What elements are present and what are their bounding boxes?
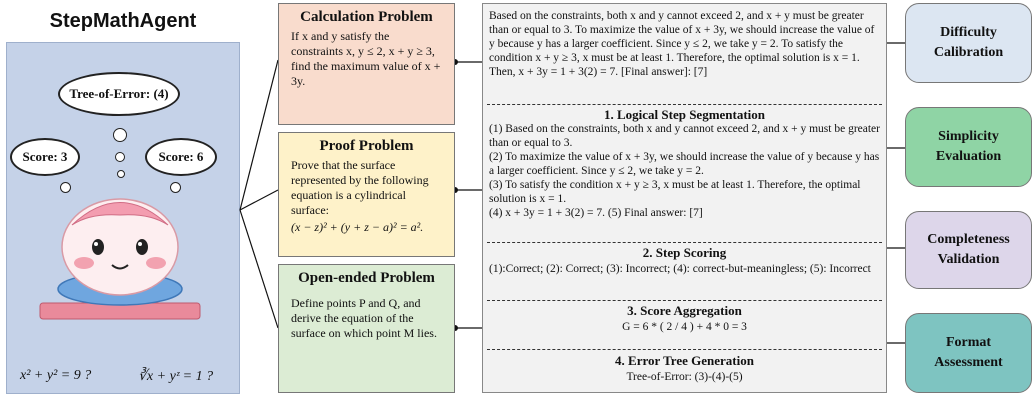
calculation-problem-box: Calculation Problem If x and y satisfy t… (278, 3, 455, 125)
score-left-text: Score: 3 (22, 149, 68, 164)
section-title: 4. Error Tree Generation (615, 353, 754, 368)
score-right-cloud: Score: 6 (145, 138, 217, 176)
step-line: (1):Correct; (2): Correct; (3): Incorrec… (489, 263, 871, 275)
problem-equation: (x − z)² + (y + z − a)² = a². (291, 220, 424, 234)
step-line: G = 6 * ( 2 / 4 ) + 4 * 0 = 3 (622, 321, 747, 333)
criteria-line-1: Completeness (927, 232, 1010, 247)
step-line: Tree-of-Error: (3)-(4)-(5) (626, 371, 743, 383)
divider (487, 349, 882, 350)
thought-bubble (113, 128, 127, 142)
step-scoring-section: 2. Step Scoring (1):Correct; (2): Correc… (489, 246, 880, 276)
thought-bubble (170, 182, 181, 193)
section-title: 2. Step Scoring (642, 245, 727, 260)
criteria-line-1: Format (945, 335, 992, 350)
solution-text: Based on the constraints, both x and y c… (489, 10, 875, 78)
problem-body: Define points P and Q, and derive the eq… (291, 296, 437, 340)
section-title: 1. Logical Step Segmentation (603, 107, 766, 122)
problem-title: Open-ended Problem (298, 270, 435, 286)
thought-bubble (60, 182, 71, 193)
score-left-cloud: Score: 3 (10, 138, 80, 176)
step-segmentation-section: 1. Logical Step Segmentation (1) Based o… (489, 108, 880, 220)
step-line: (4) x + 3y = 1 + 3(2) = 7. (5) Final ans… (489, 207, 703, 219)
formula-1: x² + y² = 9 ? (20, 368, 92, 383)
step-line: (2) To maximize the value of x + 3y, we … (489, 151, 880, 177)
score-aggregation-section: 3. Score Aggregation G = 6 * ( 2 / 4 ) +… (489, 304, 880, 334)
criteria-line-2: Assessment (934, 355, 1003, 370)
agent-title: StepMathAgent (49, 10, 197, 32)
criteria-line-2: Calibration (933, 45, 1004, 60)
tree-of-error-text: Tree-of-Error: (4) (69, 86, 169, 101)
problem-title: Proof Problem (319, 138, 414, 154)
mascot-illustration (39, 198, 201, 320)
divider (487, 242, 882, 243)
formula-2: ∛x + yᶻ = 1 ? (138, 369, 214, 384)
criteria-line-1: Simplicity (938, 129, 999, 144)
criteria-line-2: Validation (937, 252, 1000, 267)
problem-title: Calculation Problem (300, 9, 433, 25)
problem-body: If x and y satisfy the constraints x, y … (291, 29, 441, 88)
proof-problem-box: Proof Problem Prove that the surface rep… (278, 132, 455, 257)
section-title: 3. Score Aggregation (627, 303, 742, 318)
thought-bubble (117, 170, 125, 178)
tree-of-error-cloud: Tree-of-Error: (4) (58, 72, 180, 116)
step-line: (1) Based on the constraints, both x and… (489, 123, 880, 149)
score-right-text: Score: 6 (158, 149, 204, 164)
step-line: (3) To satisfy the condition x + y ≥ 3, … (489, 179, 861, 205)
evaluation-panel: Based on the constraints, both x and y c… (482, 3, 887, 393)
error-tree-section: 4. Error Tree Generation Tree-of-Error: … (489, 354, 880, 384)
divider (487, 104, 882, 105)
divider (487, 300, 882, 301)
criteria-line-1: Difficulty (940, 25, 997, 40)
criteria-line-2: Evaluation (935, 149, 1002, 164)
thought-bubble (115, 152, 125, 162)
open-ended-problem-box: Open-ended Problem Define points P and Q… (278, 264, 455, 393)
problem-body: Prove that the surface represented by th… (291, 158, 429, 217)
